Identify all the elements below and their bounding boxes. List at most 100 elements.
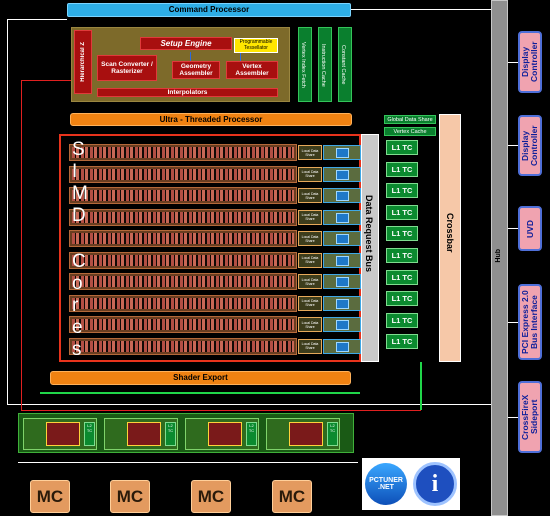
texture-unit	[323, 317, 361, 332]
display-controller-1: Display Controller	[518, 31, 542, 93]
vertex-cache: Vertex Cache	[384, 127, 436, 136]
l1-texture-cache: L1 TC	[386, 291, 418, 307]
local-data-share: Local Data Share	[298, 295, 322, 311]
geometry-assembler: Geometry Assembler	[172, 61, 220, 79]
data-request-bus: Data Request Bus	[361, 134, 379, 362]
memory-partition: L2 TC	[23, 418, 97, 450]
red-bottom-wire	[21, 410, 421, 411]
left-border-wire	[7, 19, 8, 404]
simd-core-row	[69, 316, 297, 333]
simd-label-letter: s	[72, 339, 82, 360]
l1-texture-cache: L1 TC	[386, 140, 418, 155]
local-data-share: Local Data Share	[298, 231, 322, 246]
render-backend	[127, 422, 161, 446]
crossbar: Crossbar	[439, 114, 461, 362]
texture-unit	[323, 338, 361, 354]
green-crossbar-wire	[420, 362, 422, 410]
memory-partition: L2 TC	[185, 418, 259, 450]
memory-partition: L2 TC	[104, 418, 178, 450]
local-data-share: Local Data Share	[298, 317, 322, 332]
display-controller-2: Display Controller	[518, 115, 542, 176]
red-left-wire	[21, 80, 22, 410]
local-data-share: Local Data Share	[298, 252, 322, 268]
texture-unit	[323, 209, 361, 225]
simd-core-row	[69, 251, 297, 269]
scan-converter: Scan Converter / Rasterizer	[97, 55, 157, 81]
hub-link-wire-2	[508, 145, 518, 146]
render-backend	[289, 422, 323, 446]
local-data-share: Local Data Share	[298, 166, 322, 182]
memory-partition: L2 TC	[266, 418, 340, 450]
mc-bus-wire	[18, 462, 358, 463]
l1-texture-cache: L1 TC	[386, 248, 418, 263]
simd-core-row	[69, 208, 297, 226]
texture-unit	[323, 295, 361, 311]
hierarchical-z: Hierarchical Z	[74, 30, 92, 94]
simd-label-letter: o	[72, 273, 83, 294]
l2-texture-cache: L2 TC	[84, 422, 95, 446]
texture-unit	[323, 166, 361, 182]
shader-export: Shader Export	[50, 371, 351, 385]
hub-link-wire-5	[508, 417, 518, 418]
ultra-threaded-processor: Ultra - Threaded Processor	[70, 113, 352, 126]
l1-texture-cache: L1 TC	[386, 226, 418, 242]
memory-controller-2: MC	[110, 480, 150, 513]
interpolators: Interpolators	[97, 88, 278, 97]
crossfirex-sideport: CrossFireX Sideport	[518, 381, 542, 453]
render-backend	[208, 422, 242, 446]
texture-unit	[323, 188, 361, 203]
simd-core-row	[69, 165, 297, 183]
simd-core-row	[69, 230, 297, 247]
cmd-to-hub-wire	[351, 9, 491, 10]
memory-partitions: L2 TC L2 TC L2 TC L2 TC	[18, 413, 354, 453]
vertex-index-fetch: Vertex Index Fetch	[298, 27, 312, 102]
local-data-share: Local Data Share	[298, 274, 322, 289]
simd-core-row	[69, 187, 297, 204]
l1-texture-cache: L1 TC	[386, 334, 418, 350]
pctuner-logo: PCTUNER .NET	[365, 463, 407, 505]
l1-texture-cache: L1 TC	[386, 312, 418, 328]
local-data-share: Local Data Share	[298, 188, 322, 203]
memory-controller-1: MC	[30, 480, 70, 513]
texture-unit	[323, 145, 361, 160]
info-logo: i	[413, 462, 457, 506]
l2-texture-cache: L2 TC	[327, 422, 338, 446]
local-data-share: Local Data Share	[298, 209, 322, 225]
global-data-share: Global Data Share	[384, 115, 436, 124]
pci-express-interface: PCI Express 2.0 Bus Interface	[518, 284, 542, 360]
simd-core-row	[69, 337, 297, 355]
render-backend	[46, 422, 80, 446]
setup-engine: Setup Engine	[140, 37, 232, 50]
l1-cache-column: L1 TC L1 TC L1 TC L1 TC L1 TC L1 TC L1 TC L1 TC…	[386, 140, 418, 360]
simd-label-letter: C	[72, 251, 86, 272]
hub-link-wire-3	[508, 228, 518, 229]
texture-unit	[323, 231, 361, 246]
l2-texture-cache: L2 TC	[246, 422, 257, 446]
hub-link-wire-4	[508, 322, 518, 323]
memory-controller-4: MC	[272, 480, 312, 513]
simd-label-letter: D	[72, 205, 86, 226]
simd-label-letter: e	[72, 317, 83, 338]
hub-link-wire-1	[508, 62, 518, 63]
simd-label-letter: S	[72, 139, 85, 160]
l1-texture-cache: L1 TC	[386, 183, 418, 199]
local-data-share: Local Data Share	[298, 338, 322, 354]
l2-texture-cache: L2 TC	[165, 422, 176, 446]
local-data-share: Local Data Share	[298, 145, 322, 160]
texture-unit	[323, 274, 361, 289]
simd-core-row	[69, 294, 297, 312]
simd-label-letter: r	[72, 295, 79, 316]
tess-to-vertex-wire	[240, 53, 241, 61]
constant-cache: Constant Cache	[338, 27, 352, 102]
simd-core-row	[69, 144, 297, 161]
memory-controller-3: MC	[191, 480, 231, 513]
simd-core-row	[69, 273, 297, 290]
l1-texture-cache: L1 TC	[386, 269, 418, 285]
l1-texture-cache: L1 TC	[386, 161, 418, 177]
vertex-assembler: Vertex Assembler	[226, 61, 278, 79]
bottom-wire	[7, 404, 497, 405]
top-left-wire	[7, 19, 67, 20]
command-processor: Command Processor	[67, 3, 351, 17]
instruction-cache: Instruction Cache	[318, 27, 332, 102]
